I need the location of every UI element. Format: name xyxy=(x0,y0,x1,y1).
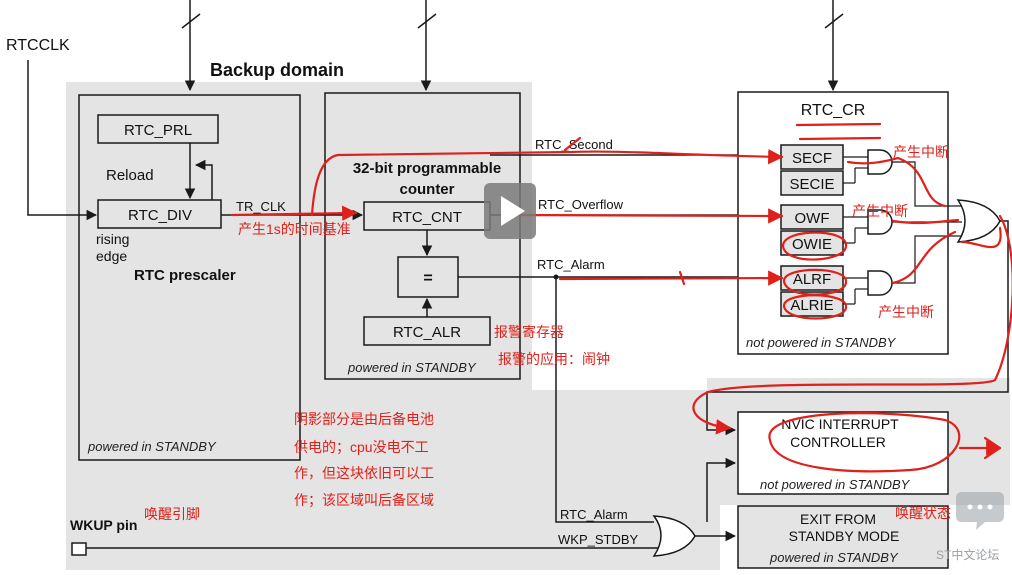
or-gate-wakeup xyxy=(652,515,696,557)
rtc-cr-label: RTC_CR xyxy=(801,102,866,119)
note-shade-1: 阴影部分是由后备电池 xyxy=(294,411,434,427)
note-alarm-use: 报警的应用：闹钟 xyxy=(498,351,610,367)
note-gen-1s: 产生1s的时间基准 xyxy=(238,221,351,237)
owf-label: OWF xyxy=(795,210,830,227)
rtc-alr-label: RTC_ALR xyxy=(393,324,461,341)
owie-label: OWIE xyxy=(792,236,832,253)
tr-clk-label: TR_CLK xyxy=(236,199,286,214)
nvic-box xyxy=(737,411,949,495)
rtc-cnt-label: RTC_CNT xyxy=(392,209,462,226)
exit-label-2: STANDBY MODE xyxy=(789,528,900,544)
rtc-overflow-label: RTC_Overflow xyxy=(538,197,624,212)
alrf-label: ALRF xyxy=(793,271,831,288)
note-alarm-reg: 报警寄存器 xyxy=(494,324,564,340)
powered-standby-mid: powered in STANDBY xyxy=(347,360,477,375)
chat-bubble-icon xyxy=(956,492,1004,530)
rising-label: rising xyxy=(96,231,129,247)
reload-loop xyxy=(194,159,213,200)
alarm-junction xyxy=(553,274,559,280)
rtc-second-label: RTC_Second xyxy=(535,137,613,152)
rtc-div-label: RTC_DIV xyxy=(128,207,192,224)
note-wake-pin: 唤醒引脚 xyxy=(144,506,200,522)
rtc-alarm-2-label: RTC_Alarm xyxy=(560,507,628,522)
comparator-box xyxy=(397,256,459,298)
powered-standby-left: powered in STANDBY xyxy=(87,439,217,454)
play-icon[interactable] xyxy=(484,183,536,239)
counter-title-1: 32-bit programmable xyxy=(353,160,501,177)
exit-label-1: EXIT FROM xyxy=(800,511,876,527)
rtc-prl-box xyxy=(97,114,219,144)
note-interrupt-2: 产生中断 xyxy=(852,203,908,219)
wkup-pin-square xyxy=(71,542,87,556)
note-interrupt-1: 产生中断 xyxy=(893,144,949,160)
edge-label: edge xyxy=(96,248,127,264)
note-shade-4: 作；该区域叫后备区域 xyxy=(294,492,434,509)
rtc-div-box xyxy=(97,199,222,229)
rtc-prescaler-box xyxy=(78,94,301,461)
note-shade-2: 供电的；cpu没电不工 xyxy=(294,439,429,456)
rtc-prescaler-label: RTC prescaler xyxy=(134,267,236,284)
and-gates xyxy=(867,149,893,296)
wkp-stdby-label: WKP_STDBY xyxy=(558,532,639,547)
comparator-label: = xyxy=(423,270,432,287)
rtcclk-label: RTCCLK xyxy=(6,37,70,54)
backup-domain-title: Backup domain xyxy=(210,60,344,80)
note-wake-state: 唤醒状态 xyxy=(895,505,951,521)
reload-label: Reload xyxy=(106,167,154,184)
not-powered-nvic: not powered in STANDBY xyxy=(760,477,911,492)
or-gate-interrupts xyxy=(956,199,1001,243)
secf-label: SECF xyxy=(792,150,832,167)
rtc-cnt-box xyxy=(363,201,491,231)
or-to-nvic-line xyxy=(706,220,1009,436)
top-bus-lines xyxy=(181,0,844,92)
red-annotation-strokes xyxy=(230,122,1012,473)
powered-standby-exit: powered in STANDBY xyxy=(769,550,899,565)
rtc-prl-label: RTC_PRL xyxy=(124,122,192,139)
counter-title-2: counter xyxy=(399,181,454,198)
exit-standby-box xyxy=(737,505,949,569)
rtcclk-line xyxy=(27,60,98,221)
rtc-alarm-label: RTC_Alarm xyxy=(537,257,605,272)
watermark-text: ST中文论坛 xyxy=(936,547,999,562)
secie-label: SECIE xyxy=(789,176,834,193)
nvic-label-1: NVIC INTERRUPT xyxy=(781,416,899,432)
note-shade-3: 作，但这块依旧可以工 xyxy=(294,465,434,481)
note-interrupt-3: 产生中断 xyxy=(878,304,934,320)
nvic-label-2: CONTROLLER xyxy=(790,434,886,450)
not-powered-cr: not powered in STANDBY xyxy=(746,335,897,350)
rtc-alr-box xyxy=(363,316,491,346)
alrie-label: ALRIE xyxy=(790,297,833,314)
alarm-to-or-line xyxy=(555,277,654,523)
or-to-nvic-line-2 xyxy=(706,457,737,522)
wkup-pin-label: WKUP pin xyxy=(70,517,137,533)
